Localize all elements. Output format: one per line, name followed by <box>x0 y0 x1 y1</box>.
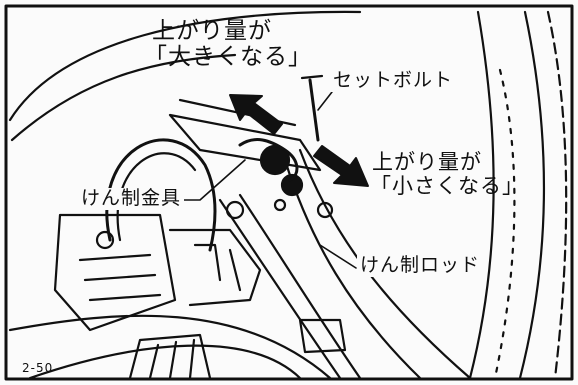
set-bolt-shaft <box>308 78 320 142</box>
set-bolt-label: セットボルト <box>330 69 457 92</box>
panel-curve <box>468 10 495 380</box>
arrow-decrease <box>313 145 369 187</box>
corner-mark: 2-50 <box>22 361 54 375</box>
decrease-line1: 上がり量が <box>372 150 482 174</box>
bracket-plate <box>168 113 322 172</box>
increase-line2: 「大きくなる」 <box>144 44 312 71</box>
kensei-rod-label: けん制ロッド <box>357 254 484 277</box>
arrow-increase <box>229 94 283 135</box>
cable-loop <box>105 138 217 252</box>
lower-rail <box>8 314 332 380</box>
spring-hub <box>259 144 291 176</box>
frame-border <box>4 4 574 381</box>
increase-line1: 上がり量が <box>152 18 272 44</box>
increase-callout: 上がり量が 「大きくなる」 <box>144 18 312 71</box>
housing-curve <box>8 10 362 122</box>
decrease-callout: 上がり量が 「小さくなる」 <box>370 150 524 199</box>
pivot-bolt <box>225 200 245 220</box>
kensei-bracket-label: けん制金具 <box>78 187 185 210</box>
grille <box>128 333 212 380</box>
motor-block <box>53 213 177 332</box>
leader-rod <box>319 244 357 269</box>
decrease-line2: 「小さくなる」 <box>370 174 524 199</box>
leader-bolt <box>317 91 333 111</box>
